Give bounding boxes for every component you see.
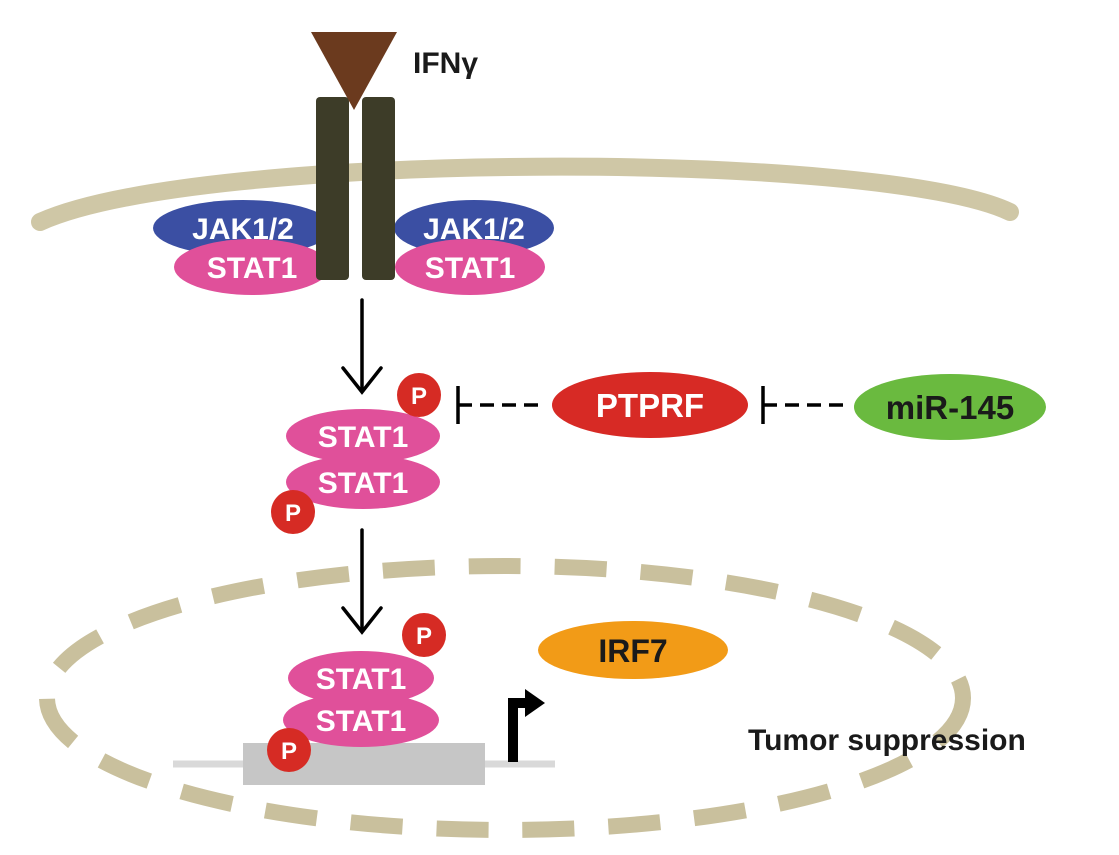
cyto-phospho-upper-circle: [397, 373, 441, 417]
stat-right-ellipse: [395, 239, 545, 295]
ptprf-ellipse: [552, 372, 748, 438]
cyto-stat-lower-ellipse: [286, 455, 440, 509]
irf7-ellipse: [538, 621, 728, 679]
nuc-phospho-upper-label: P: [416, 623, 432, 650]
receptor-chain-left: [316, 97, 349, 280]
jak-right-ellipse: [394, 200, 554, 256]
nuc-stat-upper-ellipse: [288, 651, 434, 705]
stat-left-label: STAT1: [207, 252, 298, 285]
cyto-phospho-upper-label: P: [411, 383, 427, 410]
stat-left-ellipse: [174, 239, 330, 295]
nuc-stat-lower-label: STAT1: [316, 705, 407, 738]
mir145-inhibition-line: [761, 386, 845, 424]
translocation-arrow-down: [341, 528, 383, 635]
cyto-stat-lower-label: STAT1: [318, 467, 409, 500]
jak-right-label: JAK1/2: [423, 213, 525, 246]
cyto-stat-upper-label: STAT1: [318, 421, 409, 454]
transcription-start-arrow: [508, 689, 545, 762]
jak-left-label: JAK1/2: [192, 213, 294, 246]
nucleus-envelope: [39, 558, 971, 838]
nuc-stat-lower-ellipse: [283, 693, 439, 747]
ifng-label: IFNγ: [413, 47, 478, 80]
activation-arrow-down: [341, 298, 383, 395]
cell-membrane: [31, 157, 1019, 231]
nuc-stat-upper-label: STAT1: [316, 663, 407, 696]
nuc-phospho-lower-label: P: [281, 738, 297, 765]
cyto-phospho-lower-circle: [271, 490, 315, 534]
ptprf-inhibition-line: [456, 386, 540, 424]
receptor-chain-right: [362, 97, 395, 280]
cyto-stat-upper-ellipse: [286, 409, 440, 463]
nuc-phospho-lower-circle: [267, 728, 311, 772]
mir145-ellipse: [854, 374, 1046, 440]
irf7-label: IRF7: [598, 633, 667, 669]
cyto-phospho-lower-label: P: [285, 500, 301, 527]
mir145-label: miR-145: [886, 389, 1014, 426]
ifng-ligand-triangle: [311, 32, 397, 110]
stat-right-label: STAT1: [425, 252, 516, 285]
tumor-suppression-label: Tumor suppression: [748, 724, 1026, 757]
nuc-phospho-upper-circle: [402, 613, 446, 657]
jak-left-ellipse: [153, 200, 333, 256]
ptprf-label: PTPRF: [596, 387, 704, 424]
